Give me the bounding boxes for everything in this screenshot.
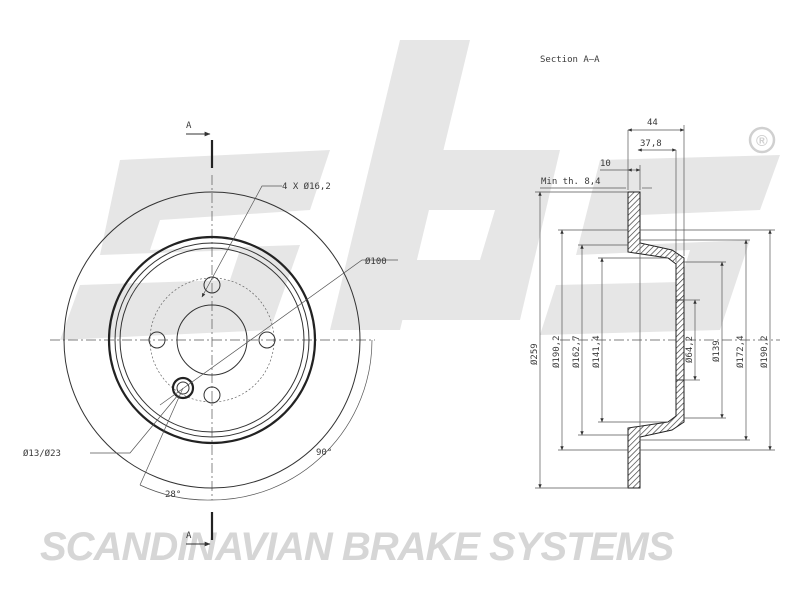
svg-text:Ø162,7: Ø162,7	[571, 335, 582, 368]
bolt-hole-left	[148, 331, 166, 349]
angle-28-ray	[139, 387, 184, 486]
aux-hole-leader	[90, 394, 179, 454]
angle-28-label: 28°	[165, 490, 181, 500]
angle-90-arc	[211, 339, 373, 501]
hat-ring-inner-1	[114, 242, 310, 438]
svg-text:37,8: 37,8	[640, 139, 662, 149]
pcd-circle	[149, 277, 275, 403]
bolt-holes-label: 4 X Ø16,2	[282, 181, 331, 192]
dim-37-8: 37,8	[637, 139, 677, 262]
section-view: Section A–A 44 37,8 10	[529, 55, 780, 489]
front-view: 4 X Ø16,2 Ø100 Ø13/Ø23 90° 28° A A	[23, 121, 398, 547]
dim-outer-259: Ø259	[529, 191, 628, 489]
svg-text:®: ®	[756, 133, 768, 150]
dim-min-thickness: Min th. 8,4	[540, 177, 652, 189]
bolt-hole-bottom	[203, 386, 221, 404]
brand-watermark-text: SCANDINAVIAN BRAKE SYSTEMS	[40, 525, 675, 569]
pcd-label: Ø100	[365, 256, 387, 267]
svg-text:Ø259: Ø259	[529, 343, 540, 365]
dim-172-4: Ø172,4	[640, 239, 750, 441]
aux-hole-label: Ø13/Ø23	[23, 448, 61, 459]
disc-outer-edge	[63, 191, 361, 489]
svg-text:Ø139: Ø139	[711, 340, 722, 362]
dim-139: Ø139	[684, 261, 726, 419]
svg-text:Ø190,2: Ø190,2	[551, 335, 562, 368]
svg-text:Ø141,4: Ø141,4	[591, 335, 602, 368]
sbs-logo-watermark	[60, 40, 780, 340]
aux-hole-inner	[176, 381, 190, 395]
cut-marker-bottom: A	[186, 512, 214, 547]
hat-ring-inner-2	[119, 247, 305, 433]
cut-marker-top: A	[186, 121, 214, 168]
registered-trademark: ®	[748, 126, 776, 154]
bolt-hole-right	[258, 331, 276, 349]
dim-162-7: Ø162,7	[571, 244, 628, 436]
section-title: Section A–A	[540, 55, 600, 65]
dim-190-2-left: Ø190,2	[551, 229, 628, 451]
aux-hole-outer	[171, 376, 195, 400]
svg-text:Ø172,4: Ø172,4	[735, 335, 746, 368]
dim-190-2-right: Ø190,2	[640, 229, 775, 451]
svg-text:Ø190,2: Ø190,2	[759, 335, 770, 368]
svg-text:A: A	[186, 531, 192, 541]
angle-90-label: 90°	[316, 448, 332, 458]
disc-cross-section	[627, 191, 685, 489]
dim-10: 10	[600, 159, 641, 190]
hat-outer-ring	[107, 235, 317, 445]
svg-text:44: 44	[647, 118, 658, 128]
dim-141-4: Ø141,4	[591, 257, 668, 423]
bolt-hole-top	[203, 276, 221, 294]
svg-text:A: A	[186, 121, 192, 131]
bolt-holes-leader	[201, 185, 282, 298]
svg-text:Min th. 8,4: Min th. 8,4	[541, 177, 601, 187]
pcd-leader	[159, 259, 398, 406]
center-bore	[176, 304, 248, 376]
angle-28-arc	[139, 484, 213, 501]
svg-text:10: 10	[600, 159, 611, 169]
svg-text:Ø64,2: Ø64,2	[684, 336, 695, 363]
dim-44: 44	[627, 118, 685, 256]
dim-64-2: Ø64,2	[684, 299, 700, 381]
